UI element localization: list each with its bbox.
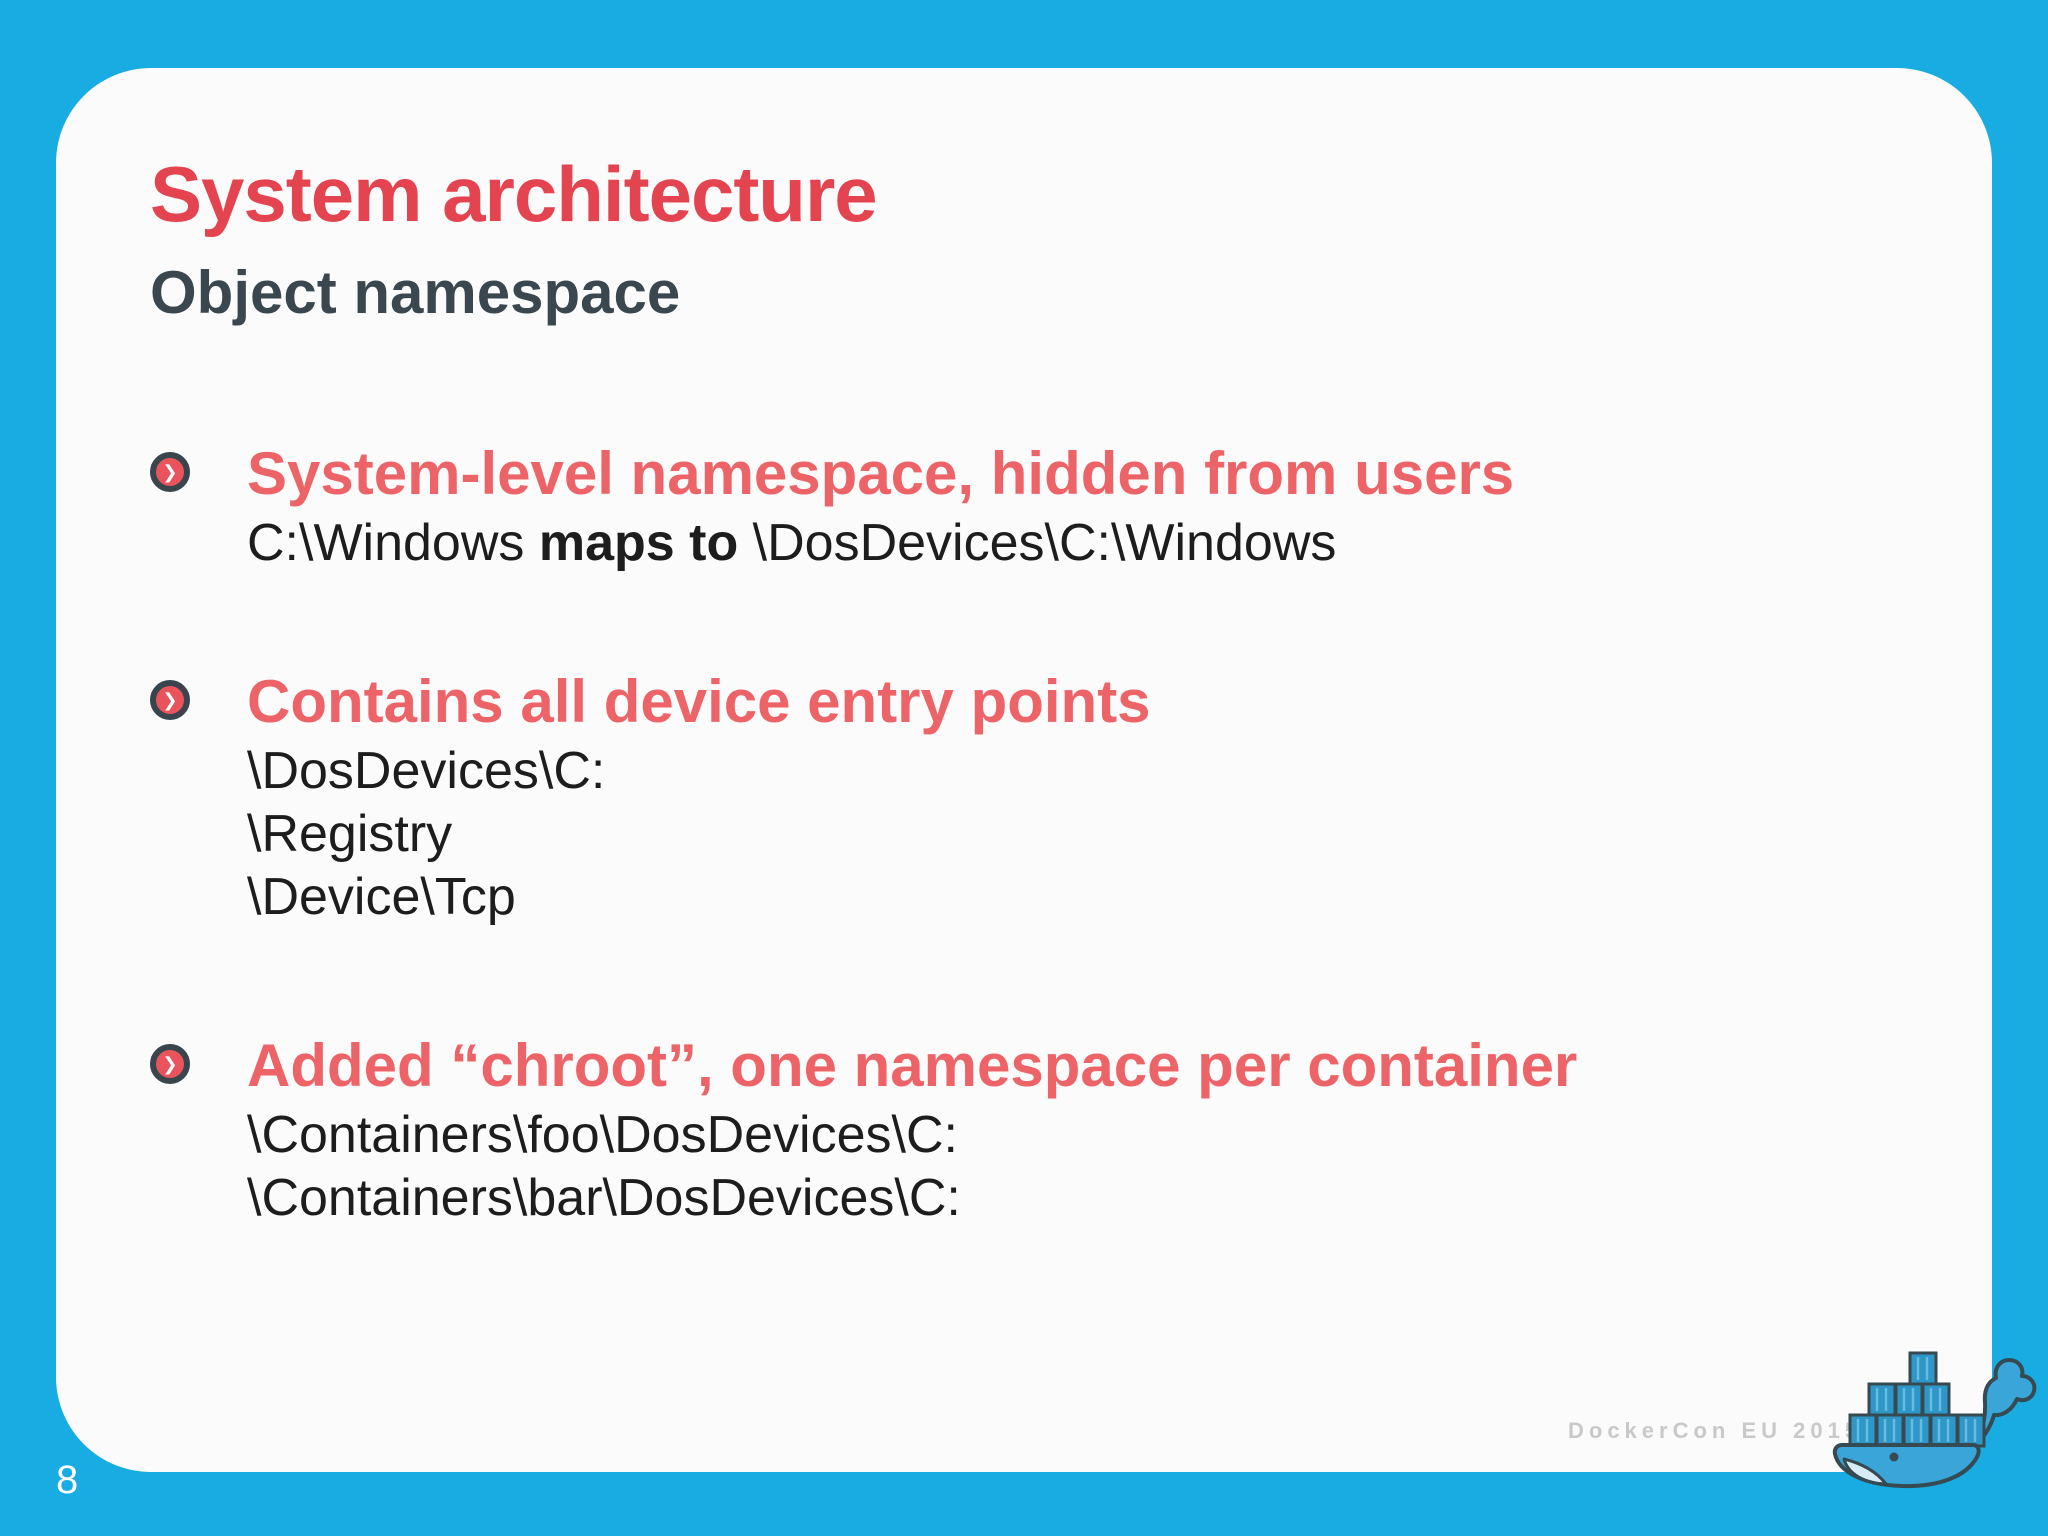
bullet-text: Added “chroot”, one namespace per contai…: [247, 1034, 1577, 1230]
slide-title: System architecture: [150, 150, 878, 238]
bullet-text: System-level namespace, hidden from user…: [247, 442, 1514, 575]
bullet-body: \Containers\foo\DosDevices\C:\Containers…: [247, 1104, 1577, 1230]
whale-eye: [1889, 1452, 1899, 1462]
bullet-body-line: \Containers\bar\DosDevices\C:: [247, 1169, 961, 1227]
bullet-heading: System-level namespace, hidden from user…: [247, 440, 1515, 507]
docker-whale-logo: [1832, 1351, 2037, 1489]
bullet-body-line: \Containers\foo\DosDevices\C:: [247, 1106, 958, 1164]
bullet-text: Contains all device entry points\DosDevi…: [247, 670, 1151, 929]
chevron-right-circle-icon: ❯: [150, 452, 190, 492]
footer-brand: DockerCon EU 2015: [1568, 1418, 1863, 1443]
bullet-body-line: C:\Windows maps to \DosDevices\C:\Window…: [247, 514, 1337, 572]
page-number: 8: [56, 1458, 79, 1502]
bullet-body: \DosDevices\C:\Registry\Device\Tcp: [247, 740, 1151, 929]
container-stack: [1848, 1351, 1986, 1448]
bullet-body: C:\Windows maps to \DosDevices\C:\Window…: [247, 512, 1514, 575]
bullet-group: ❯ System-level namespace, hidden from use…: [150, 442, 1514, 575]
bullet-group: ❯Contains all device entry points\DosDev…: [150, 670, 1151, 929]
whale-belly: [1842, 1457, 1888, 1486]
slide-subtitle: Object namespace: [150, 259, 681, 326]
bullet-body-line: \Registry: [247, 805, 453, 863]
bullet-body-line: \Device\Tcp: [247, 868, 516, 926]
slide-card: System architecture Object namespace ❯ Sy…: [56, 68, 1992, 1472]
bullet-group: ❯ Added “chroot”, one namespace per conta…: [150, 1034, 1577, 1230]
bullet-body-line: \DosDevices\C:: [247, 742, 606, 800]
chevron-right-circle-icon: ❯: [150, 680, 190, 720]
bullet-heading: Added “chroot”, one namespace per contai…: [247, 1032, 1578, 1099]
chevron-right-circle-icon: ❯: [150, 1044, 190, 1084]
bullet-heading: Contains all device entry points: [247, 668, 1151, 735]
